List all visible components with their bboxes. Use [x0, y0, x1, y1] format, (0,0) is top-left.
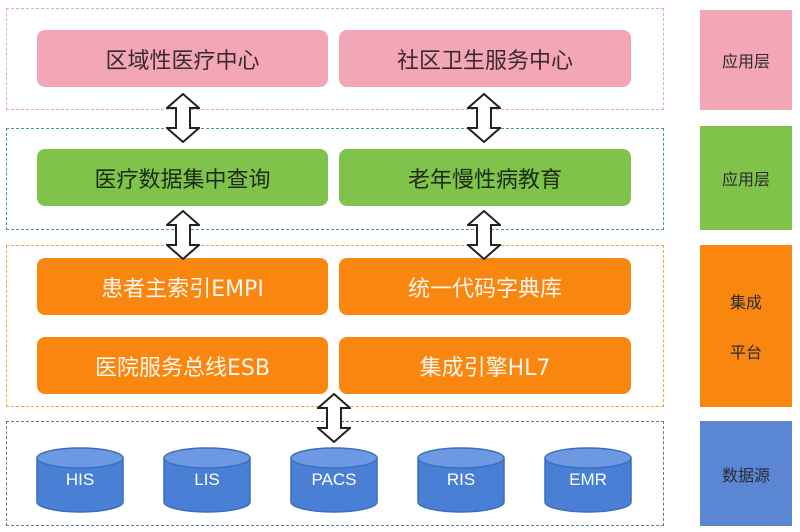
side-label-integration-line-1: 集成	[729, 293, 762, 312]
application-layer-frame-1	[6, 8, 664, 110]
elderly-chronic-disease-education-box: 老年慢性病教育	[339, 149, 631, 206]
side-label-application-1: 应用层	[700, 10, 792, 110]
database-icon	[163, 447, 251, 513]
side-label-integration-line-2: 平台	[729, 343, 762, 362]
double-arrow-icon	[166, 210, 200, 260]
double-arrow-icon	[317, 393, 351, 443]
regional-medical-center-box: 区域性医疗中心	[37, 30, 328, 87]
side-label-integration: 集成 平台	[700, 245, 792, 407]
db-label-emr: EMR	[569, 470, 607, 489]
db-label-his: HIS	[65, 470, 95, 489]
double-arrow-icon	[467, 93, 501, 143]
double-arrow-icon	[467, 210, 501, 260]
hl7-engine-box: 集成引擎HL7	[339, 337, 631, 394]
empi-box: 患者主索引EMPI	[37, 258, 328, 315]
application-layer-frame-2	[6, 128, 664, 230]
db-label-pacs: PACS	[311, 470, 357, 489]
database-icon	[290, 447, 378, 513]
database-icon	[36, 447, 124, 513]
side-label-application-2: 应用层	[700, 126, 792, 230]
database-icon	[544, 447, 632, 513]
db-label-ris: RIS	[446, 470, 476, 489]
community-health-center-box: 社区卫生服务中心	[339, 30, 631, 87]
esb-box: 医院服务总线ESB	[37, 337, 328, 394]
code-dictionary-box: 统一代码字典库	[339, 258, 631, 315]
database-icon	[417, 447, 505, 513]
double-arrow-icon	[166, 93, 200, 143]
side-label-data-source: 数据源	[700, 421, 792, 526]
db-label-lis: LIS	[194, 470, 220, 489]
medical-data-query-box: 医疗数据集中查询	[37, 149, 328, 206]
